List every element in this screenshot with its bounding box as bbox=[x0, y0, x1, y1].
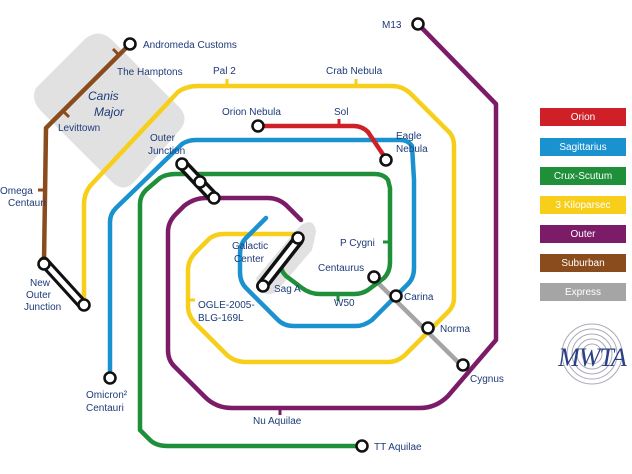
station-sag-a[interactable] bbox=[256, 279, 270, 293]
label-m13: M13 bbox=[382, 20, 402, 31]
label-galactic: Galactic bbox=[232, 241, 268, 252]
label-outer: Outer bbox=[26, 290, 52, 301]
mwta-logo: MWTA bbox=[557, 323, 628, 385]
station-cygnus[interactable] bbox=[456, 358, 470, 372]
station-galactic-center[interactable] bbox=[291, 231, 305, 245]
station-m13[interactable] bbox=[411, 17, 425, 31]
label-nebula-eagle: Nebula bbox=[396, 144, 428, 155]
legend: Orion Sagittarius Crux-Scutum 3 Kilopars… bbox=[540, 108, 626, 301]
label-the-hamptons: The Hamptons bbox=[117, 67, 183, 78]
label-ogle-1: OGLE-2005- bbox=[198, 300, 255, 311]
logo-text: MWTA bbox=[557, 343, 627, 372]
label-levittown: Levittown bbox=[58, 123, 100, 134]
station-labels: Andromeda Customs The Hamptons Levittown… bbox=[0, 20, 504, 453]
legend-item-3-kiloparsec[interactable]: 3 Kiloparsec bbox=[540, 196, 626, 214]
svg-text:Outer: Outer bbox=[570, 229, 596, 240]
station-tt-aquilae[interactable] bbox=[355, 439, 369, 453]
station-andromeda-customs[interactable] bbox=[123, 37, 137, 51]
station-ticks bbox=[38, 47, 390, 415]
legend-item-express[interactable]: Express bbox=[540, 283, 626, 301]
outer-line bbox=[165, 21, 499, 411]
sagittarius-line bbox=[107, 137, 417, 381]
station-new-outer-junction-b[interactable] bbox=[77, 298, 91, 312]
station-carina[interactable] bbox=[389, 289, 403, 303]
label-ogle-2: BLG-169L bbox=[198, 313, 244, 324]
station-eagle-nebula[interactable] bbox=[379, 153, 393, 167]
label-new: New bbox=[30, 278, 51, 289]
label-cygnus: Cygnus bbox=[470, 374, 504, 385]
region-label-canis: Canis bbox=[88, 89, 119, 103]
station-outer-junction-c[interactable] bbox=[207, 191, 221, 205]
legend-item-suburban[interactable]: Suburban bbox=[540, 254, 626, 272]
legend-item-sagittarius[interactable]: Sagittarius bbox=[540, 138, 626, 156]
legend-item-orion[interactable]: Orion bbox=[540, 108, 626, 126]
label-centauri-omicron: Centauri bbox=[86, 403, 124, 414]
label-sol: Sol bbox=[334, 107, 348, 118]
label-junction: Junction bbox=[24, 302, 61, 313]
crux-scutum-line bbox=[137, 171, 393, 449]
region-label-major: Major bbox=[94, 105, 125, 119]
label-centauri-omega: Centauri bbox=[8, 198, 46, 209]
label-nu-aquilae: Nu Aquilae bbox=[253, 416, 302, 427]
label-andromeda-customs: Andromeda Customs bbox=[143, 40, 237, 51]
label-centaurus: Centaurus bbox=[318, 263, 364, 274]
station-norma[interactable] bbox=[421, 321, 435, 335]
label-center: Center bbox=[234, 254, 265, 265]
svg-text:Orion: Orion bbox=[571, 112, 595, 123]
label-orion-nebula: Orion Nebula bbox=[222, 107, 281, 118]
suburban-line bbox=[41, 41, 133, 265]
express-line bbox=[370, 275, 465, 369]
legend-item-crux-scutum[interactable]: Crux-Scutum bbox=[540, 167, 626, 185]
label-outer-junction-1: Outer bbox=[150, 133, 176, 144]
svg-text:Suburban: Suburban bbox=[561, 258, 604, 269]
station-omicron2-centauri[interactable] bbox=[103, 371, 117, 385]
label-eagle: Eagle bbox=[396, 131, 422, 142]
label-outer-junction-2: Junction bbox=[148, 146, 185, 157]
station-outer-junction-b[interactable] bbox=[193, 175, 207, 189]
label-carina: Carina bbox=[404, 292, 434, 303]
label-p-cygni: P Cygni bbox=[340, 238, 375, 249]
label-tt-aquilae: TT Aquilae bbox=[374, 442, 422, 453]
label-sag-a: Sag A bbox=[274, 284, 301, 295]
label-omega: Omega bbox=[0, 186, 33, 197]
legend-item-outer[interactable]: Outer bbox=[540, 225, 626, 243]
label-omicron2: Omicron² bbox=[86, 390, 128, 401]
svg-text:3 Kiloparsec: 3 Kiloparsec bbox=[555, 200, 610, 211]
stations bbox=[37, 17, 470, 453]
orion-line bbox=[255, 123, 391, 165]
station-outer-junction-a[interactable] bbox=[175, 157, 189, 171]
svg-text:Express: Express bbox=[565, 287, 601, 298]
canis-major-region: Canis Major bbox=[34, 33, 185, 188]
svg-text:Sagittarius: Sagittarius bbox=[559, 142, 606, 153]
station-orion-nebula[interactable] bbox=[251, 119, 265, 133]
label-crab-nebula: Crab Nebula bbox=[326, 66, 383, 77]
station-new-outer-junction-a[interactable] bbox=[37, 257, 51, 271]
label-norma: Norma bbox=[440, 324, 470, 335]
svg-text:Crux-Scutum: Crux-Scutum bbox=[554, 171, 612, 182]
station-centaurus[interactable] bbox=[367, 270, 381, 284]
label-w50: W50 bbox=[334, 298, 355, 309]
label-pal2: Pal 2 bbox=[213, 66, 236, 77]
